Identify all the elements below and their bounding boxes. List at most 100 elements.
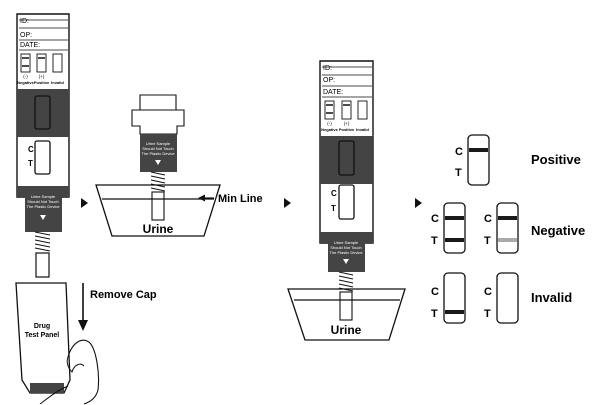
- positive-label: Positive: [531, 152, 581, 167]
- id-label: ID:: [20, 18, 29, 25]
- wick-spring: [338, 271, 354, 292]
- warning-line-3: The Plastic Device: [26, 204, 60, 209]
- id-label: ID:: [323, 65, 332, 72]
- text: Should Not Touch: [330, 245, 362, 250]
- c-label: C: [28, 145, 34, 154]
- text: (+): [344, 121, 350, 126]
- results-panel: C T Positive C T C T Negative C T C: [431, 134, 585, 324]
- text: Positive: [339, 127, 355, 132]
- arrow-left-icon: [198, 194, 205, 202]
- c-label: C: [455, 146, 463, 158]
- warning-line-2: Should Not Touch: [27, 199, 59, 204]
- c-label: C: [484, 213, 492, 225]
- pos-sym: (+): [39, 74, 45, 79]
- cap-label-line-1: Drug: [34, 323, 50, 330]
- rect: [341, 100, 352, 120]
- legend-invalid-window: [52, 53, 63, 73]
- t-label: T: [484, 308, 491, 320]
- step1-device: ID: OP: DATE: (-) (+) Negative Positive …: [16, 13, 70, 278]
- step-arrow-icon: [81, 198, 88, 208]
- hand-outline: [67, 339, 100, 405]
- sample-window: [34, 95, 51, 130]
- result-negative: C T C T Negative: [431, 202, 585, 254]
- t-label: T: [455, 167, 462, 179]
- arrow-down-icon: [343, 259, 349, 264]
- warning-line-1: Urine Sample: [146, 141, 171, 146]
- legend-negative-window: [20, 53, 31, 73]
- negative-label: Negative: [531, 223, 585, 238]
- result-invalid: C T C T Invalid: [431, 272, 572, 324]
- result-window: [496, 272, 519, 324]
- legend-invalid-label: Invalid: [51, 80, 64, 85]
- result-window: [443, 202, 466, 254]
- text: The Plastic Device: [329, 250, 363, 255]
- wick-tip: [339, 291, 353, 321]
- arrow-down-icon: [155, 160, 161, 165]
- urine-cup: [95, 184, 221, 237]
- min-line-label: Min Line: [218, 193, 263, 205]
- urine-cup: [287, 288, 406, 341]
- step3-device: ID: OP: DATE: (-) (+) Negative Positive …: [287, 60, 406, 341]
- legend-positive-label: Positive: [34, 80, 50, 85]
- legend-positive-window: [36, 53, 47, 73]
- t-label: T: [431, 308, 438, 320]
- text: Negative: [321, 127, 338, 132]
- result-positive: C T Positive: [455, 134, 581, 186]
- wick-spring: [34, 231, 51, 252]
- t-label: T: [431, 235, 438, 247]
- remove-cap-label: Remove Cap: [90, 289, 157, 301]
- warning-line-3: The Plastic Device: [141, 151, 175, 156]
- wick-tip: [151, 191, 165, 221]
- urine-label: Urine: [331, 323, 362, 337]
- wick-tip: [35, 252, 50, 278]
- rect: [357, 100, 368, 120]
- op-label: OP:: [323, 77, 335, 84]
- text: (-): [327, 121, 332, 126]
- c-label: C: [431, 286, 439, 298]
- rect: [324, 100, 335, 120]
- c-label: C: [431, 213, 439, 225]
- text: Invalid: [356, 127, 369, 132]
- op-label: OP:: [20, 32, 32, 39]
- arrow-down-icon: [40, 215, 46, 220]
- legend-windows: (-) (+) Negative Positive Invalid: [17, 53, 64, 85]
- lower-housing-top: [17, 186, 69, 197]
- step-arrow-icon: [284, 198, 291, 208]
- legend-negative-label: Negative: [17, 80, 34, 85]
- step2-dip: Urine Sample Should Not Touch The Plasti…: [95, 94, 221, 237]
- result-window: [467, 134, 490, 186]
- remove-cap-arrow: [78, 283, 88, 331]
- sample-window: [338, 140, 355, 176]
- step-arrow-icon: [415, 198, 422, 208]
- t-label: T: [484, 235, 491, 247]
- cap-bottom-band: [30, 383, 64, 393]
- result-window: [338, 184, 355, 220]
- step1-cap: Drug Test Panel: [15, 282, 100, 405]
- warning-line-2: Should Not Touch: [142, 146, 174, 151]
- result-window: [34, 140, 51, 175]
- warning-line-1: Urine Sample: [31, 194, 56, 199]
- text: Urine Sample: [334, 240, 359, 245]
- arrow-down-icon: [78, 320, 88, 331]
- legend-windows: (-) (+) Negative Positive Invalid: [321, 100, 369, 132]
- result-window: [443, 272, 466, 324]
- date-label: DATE:: [20, 42, 40, 49]
- t-label: T: [28, 159, 33, 168]
- neg-sym: (-): [23, 74, 28, 79]
- hand-finger: [39, 385, 69, 405]
- invalid-label: Invalid: [531, 290, 572, 305]
- c-label: C: [484, 286, 492, 298]
- c-label: C: [331, 189, 337, 198]
- urine-label: Urine: [143, 222, 174, 236]
- device-top-outline: [131, 109, 185, 135]
- t-label: T: [331, 204, 336, 213]
- device-housing: [140, 134, 177, 172]
- device-top-cap: [139, 94, 177, 111]
- hand-thumb: [66, 356, 85, 373]
- result-window: [496, 202, 519, 254]
- lower-housing: [328, 232, 365, 272]
- date-label: DATE:: [323, 89, 343, 96]
- cap-label-line-2: Test Panel: [25, 332, 60, 339]
- wick-spring: [150, 171, 166, 192]
